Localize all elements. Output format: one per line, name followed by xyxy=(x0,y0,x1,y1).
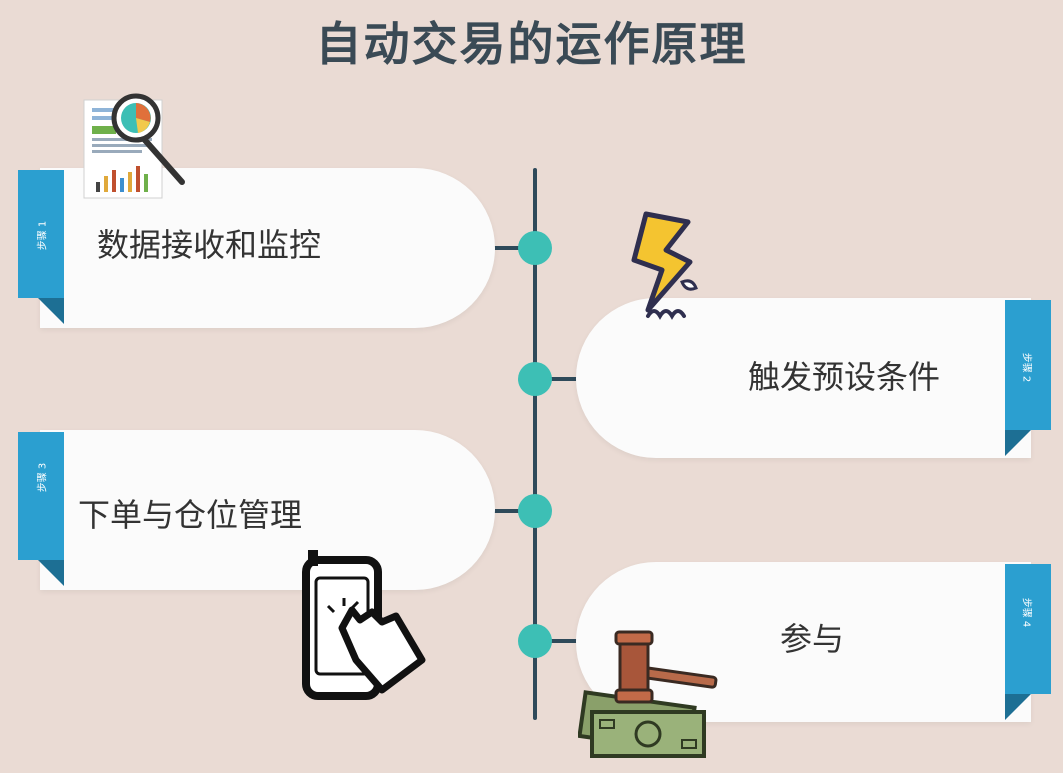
step-text-4: 参与 xyxy=(780,620,845,658)
step-text-1: 数据接收和监控 xyxy=(97,226,322,264)
step-tab-1 xyxy=(18,170,64,298)
connector-4 xyxy=(536,639,580,643)
phone-tap-icon xyxy=(302,550,426,700)
step-tab-3 xyxy=(18,432,64,560)
step-label-1: 步骤 1 xyxy=(37,220,49,251)
timeline-node-4 xyxy=(518,624,552,658)
timeline-node-2 xyxy=(518,362,552,396)
step-label-2: 步骤 2 xyxy=(1020,352,1032,383)
step-text-3: 下单与仓位管理 xyxy=(78,496,303,534)
step-card-2 xyxy=(576,298,1031,458)
step-tab-fold-4 xyxy=(1005,694,1031,720)
report-magnifier-icon xyxy=(83,93,185,199)
timeline-spine xyxy=(533,168,537,720)
connector-3 xyxy=(494,509,534,513)
gavel-money-icon xyxy=(578,630,718,758)
step-card-3 xyxy=(40,430,495,590)
step-tab-fold-1 xyxy=(38,298,64,324)
step-label-4: 步骤 4 xyxy=(1020,597,1032,628)
timeline-node-1 xyxy=(518,231,552,265)
timeline-node-3 xyxy=(518,494,552,528)
step-tab-4 xyxy=(1005,564,1051,694)
connector-1 xyxy=(494,246,534,250)
step-tab-fold-3 xyxy=(38,560,64,586)
lightning-bolt-icon xyxy=(631,211,698,320)
step-label-3: 步骤 3 xyxy=(37,462,49,493)
connector-2 xyxy=(536,377,580,381)
page-title: 自动交易的运作原理 xyxy=(315,17,748,71)
step-tab-2 xyxy=(1005,300,1051,430)
step-tab-fold-2 xyxy=(1005,430,1031,456)
step-text-2: 触发预设条件 xyxy=(748,358,941,396)
